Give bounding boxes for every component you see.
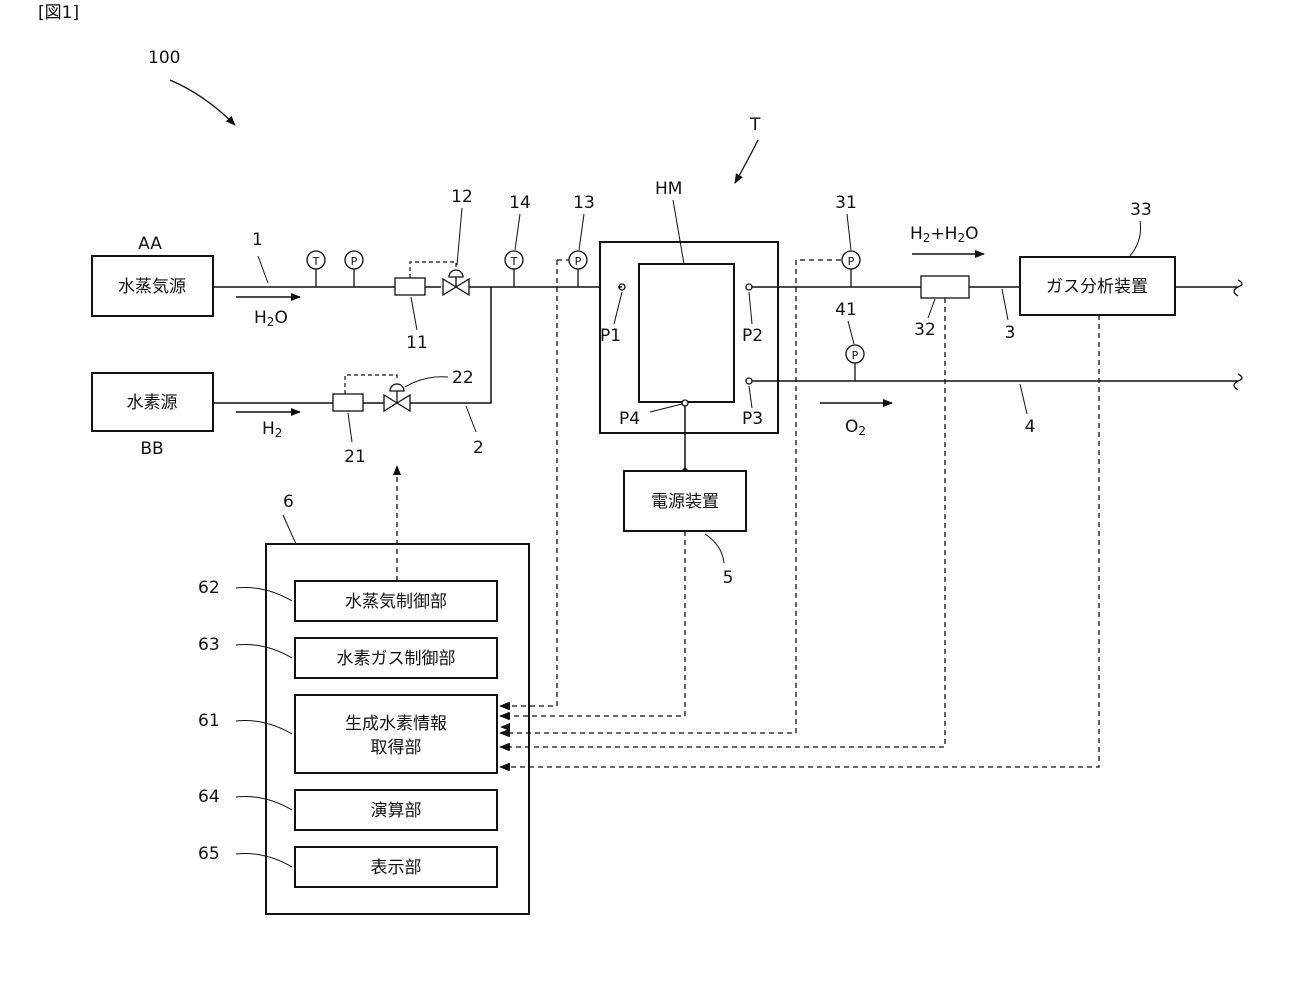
valve-12-actuator [449, 270, 463, 277]
ref-13: 13 [573, 193, 595, 213]
ref-5: 5 [723, 568, 734, 588]
leader-14 [515, 214, 520, 250]
power-supply-label: 電源装置 [651, 492, 719, 512]
ref-hm: HM [655, 179, 682, 199]
ref-11: 11 [406, 333, 428, 353]
ref-31: 31 [835, 193, 857, 213]
valve-22-actuator [390, 384, 404, 391]
label-aa: AA [138, 234, 162, 254]
ref-3: 3 [1005, 323, 1016, 343]
leader-21 [348, 413, 352, 442]
label-bb: BB [140, 439, 163, 459]
ref-t-arrow [735, 140, 758, 183]
leader-12 [457, 208, 462, 265]
flow-label-h2o: H2O [254, 308, 288, 329]
pressure-sensor-41-label: P [852, 349, 859, 362]
label-p2: P2 [742, 326, 763, 346]
leader-6 [283, 515, 296, 544]
ref-100-arrow [170, 80, 235, 125]
temp-sensor-14-label: T [510, 255, 518, 268]
flow-label-h2: H2 [262, 419, 282, 440]
leader-31 [847, 214, 851, 250]
flow-meter-21 [333, 394, 363, 411]
hm-module [639, 264, 734, 402]
ref-12: 12 [451, 187, 473, 207]
ref-64: 64 [198, 787, 220, 807]
port-p3 [746, 378, 752, 384]
flow-label-o2: O2 [845, 417, 866, 438]
ref-4: 4 [1025, 417, 1036, 437]
flow-meter-11 [395, 278, 425, 295]
label-p3: P3 [742, 409, 763, 429]
control-link-21-22 [345, 375, 397, 394]
hydrogen-info-label-2: 取得部 [371, 738, 422, 758]
figure-label: [図1] [38, 3, 79, 23]
ref-1: 1 [252, 230, 263, 250]
pipe-3-break [1234, 280, 1242, 296]
leader-2 [466, 406, 476, 432]
signal-from-33 [500, 315, 1099, 767]
leader-11 [411, 297, 417, 330]
leader-4 [1020, 384, 1027, 414]
ref-32: 32 [914, 320, 936, 340]
pipe-4-break [1234, 374, 1242, 390]
steam-source-label: 水蒸気源 [118, 277, 186, 297]
flow-label-h2-h2o: H2+H2O [910, 224, 979, 245]
ref-t: T [749, 115, 761, 135]
ref-14: 14 [509, 193, 531, 213]
ref-2: 2 [473, 438, 484, 458]
gas-analyzer-label: ガス分析装置 [1046, 277, 1148, 297]
ref-63: 63 [198, 635, 220, 655]
port-p4 [682, 400, 688, 406]
leader-32 [928, 299, 935, 318]
ref-65: 65 [198, 844, 220, 864]
ref-61: 61 [198, 711, 220, 731]
display-label: 表示部 [371, 858, 422, 878]
leader-22 [405, 377, 448, 387]
pressure-sensor-13-label: P [575, 255, 582, 268]
leader-1 [258, 256, 268, 283]
ref-21: 21 [344, 447, 366, 467]
pressure-sensor-31-label: P [848, 255, 855, 268]
sensor-32 [921, 276, 969, 298]
leader-3 [1002, 289, 1008, 320]
ref-33: 33 [1130, 200, 1152, 220]
ref-41: 41 [835, 300, 857, 320]
leader-13 [579, 214, 584, 250]
hydrogen-control-label: 水素ガス制御部 [337, 649, 456, 669]
port-p2 [746, 284, 752, 290]
calc-label: 演算部 [371, 801, 422, 821]
label-p1: P1 [600, 326, 621, 346]
label-p4: P4 [619, 409, 640, 429]
hydrogen-source-label: 水素源 [127, 393, 178, 413]
leader-33 [1130, 221, 1141, 256]
temp-sensor-1-label: T [312, 255, 320, 268]
steam-control-label: 水蒸気制御部 [345, 592, 447, 612]
leader-41 [848, 321, 854, 344]
ref-22: 22 [452, 368, 474, 388]
ref-100: 100 [148, 48, 180, 68]
hydrogen-info-label-1: 生成水素情報 [345, 714, 447, 734]
leader-5 [705, 534, 724, 563]
ref-6: 6 [283, 492, 294, 512]
hydrogen-info-box [295, 695, 497, 773]
pressure-sensor-1-label: P [351, 255, 358, 268]
ref-62: 62 [198, 578, 220, 598]
